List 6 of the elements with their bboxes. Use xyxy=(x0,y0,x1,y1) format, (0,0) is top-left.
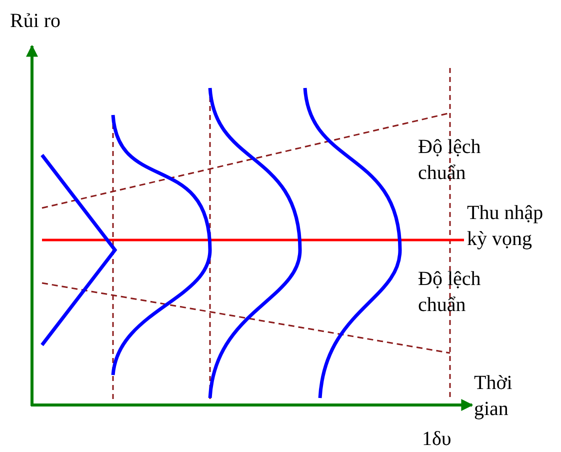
deviation-label: Độ lệch chuẩn xyxy=(418,267,482,318)
axis-value: 1δυ xyxy=(422,427,452,452)
axis-label: Thời gian xyxy=(474,371,514,422)
axis-label: Rủi ro xyxy=(10,9,62,34)
deviation-label: Độ lệch chuẩn xyxy=(418,135,482,186)
expected-return-label: Thu nhập kỳ vọng xyxy=(467,201,544,252)
